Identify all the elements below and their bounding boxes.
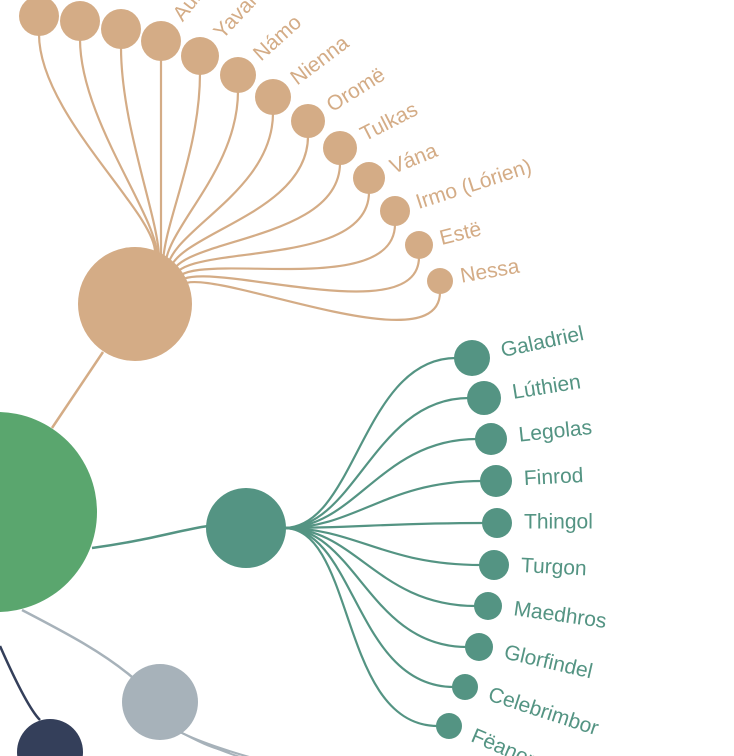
elf-label-maedhros: Maedhros (512, 597, 608, 633)
link-elves-leaf (283, 356, 457, 530)
link-grey-child (179, 731, 250, 756)
link-valar-leaf (169, 162, 342, 278)
elf-leaf-node (482, 508, 512, 538)
valar-label-nienna: Nienna (286, 31, 353, 90)
link-grey-child (179, 731, 241, 756)
valar-leaf-node (353, 162, 385, 194)
elf-leaf-node (452, 674, 478, 700)
link-elves-leaf (283, 526, 455, 689)
valar-leaf-node (220, 57, 256, 93)
link-root-elves (91, 524, 209, 550)
valar-label-tulkas: Tulkas (357, 98, 422, 146)
link-elves-leaf (283, 526, 477, 608)
valar-leaf-node (380, 196, 410, 226)
link-valar-leaf (119, 46, 161, 259)
link-elves-leaf (283, 396, 470, 530)
link-elves-leaf (283, 479, 483, 530)
elf-label-fe-anor: Fëanor (468, 724, 538, 756)
elf-leaf-node (479, 550, 509, 580)
link-elves-leaf (283, 526, 468, 649)
link-elves-leaf (283, 437, 478, 530)
link-valar-leaf (163, 90, 240, 269)
link-root-valar (50, 351, 105, 429)
elf-label-legolas: Legolas (518, 416, 594, 447)
root-node (0, 412, 97, 612)
valar-label-nessa: Nessa (459, 255, 522, 288)
link-valar-leaf (177, 280, 442, 321)
valar-leaf-node (255, 79, 291, 115)
grey-hub-node (122, 664, 198, 740)
elf-label-galadriel: Galadriel (499, 322, 586, 362)
elf-leaf-node (465, 633, 493, 661)
valar-label-orome: Oromë (323, 63, 390, 117)
valar-label-na-mo: Námo (249, 11, 306, 66)
link-root-dark (0, 645, 41, 721)
elf-leaf-node (474, 592, 502, 620)
elf-leaf-node (475, 423, 507, 455)
link-valar-leaf (78, 38, 159, 256)
valar-label-aule: Aulë (168, 0, 212, 25)
elves-hub-node (206, 488, 286, 568)
valar-leaf-node (181, 37, 219, 75)
link-valar-leaf (165, 112, 275, 272)
valar-leaf-node (19, 0, 59, 36)
elf-leaf-node (454, 340, 490, 376)
link-root-grey (21, 608, 133, 678)
link-valar-leaf (167, 135, 310, 275)
valar-leaf-node (101, 9, 141, 49)
link-valar-leaf (173, 223, 397, 285)
valar-leaf-node (60, 1, 100, 41)
link-valar-leaf (161, 72, 202, 265)
valar-label-este: Estë (437, 217, 483, 249)
valar-leaf-node (427, 268, 453, 294)
link-elves-leaf (283, 521, 485, 530)
valar-leaf-node (323, 131, 357, 165)
valar-leaf-node (141, 21, 181, 61)
link-valar-leaf (37, 33, 157, 253)
elf-label-glorfindel: Glorfindel (502, 641, 595, 684)
tree-links (0, 33, 485, 756)
link-elves-leaf (283, 526, 439, 728)
elf-label-celebrimbor: Celebrimbor (486, 683, 602, 740)
elf-label-turgon: Turgon (520, 554, 587, 580)
elf-leaf-node (480, 465, 512, 497)
valar-label-va-na: Vána (387, 139, 441, 179)
valar-leaf-node (405, 231, 433, 259)
link-elves-leaf (283, 526, 482, 567)
elf-leaf-node (436, 713, 462, 739)
valar-hub-node (78, 247, 192, 361)
tree-nodes (0, 0, 512, 756)
link-valar-leaf (171, 191, 371, 281)
elf-leaf-node (467, 381, 501, 415)
elf-label-thingol: Thingol (524, 511, 593, 534)
link-valar-leaf (175, 256, 421, 293)
valar-leaf-node (291, 104, 325, 138)
elf-label-lu-thien: Lúthien (511, 370, 583, 403)
dark-hub-node (17, 719, 83, 756)
elf-label-finrod: Finrod (523, 464, 584, 490)
tree-labels: AulëYavannaNámoNiennaOromëTulkasVánaIrmo… (168, 0, 608, 756)
